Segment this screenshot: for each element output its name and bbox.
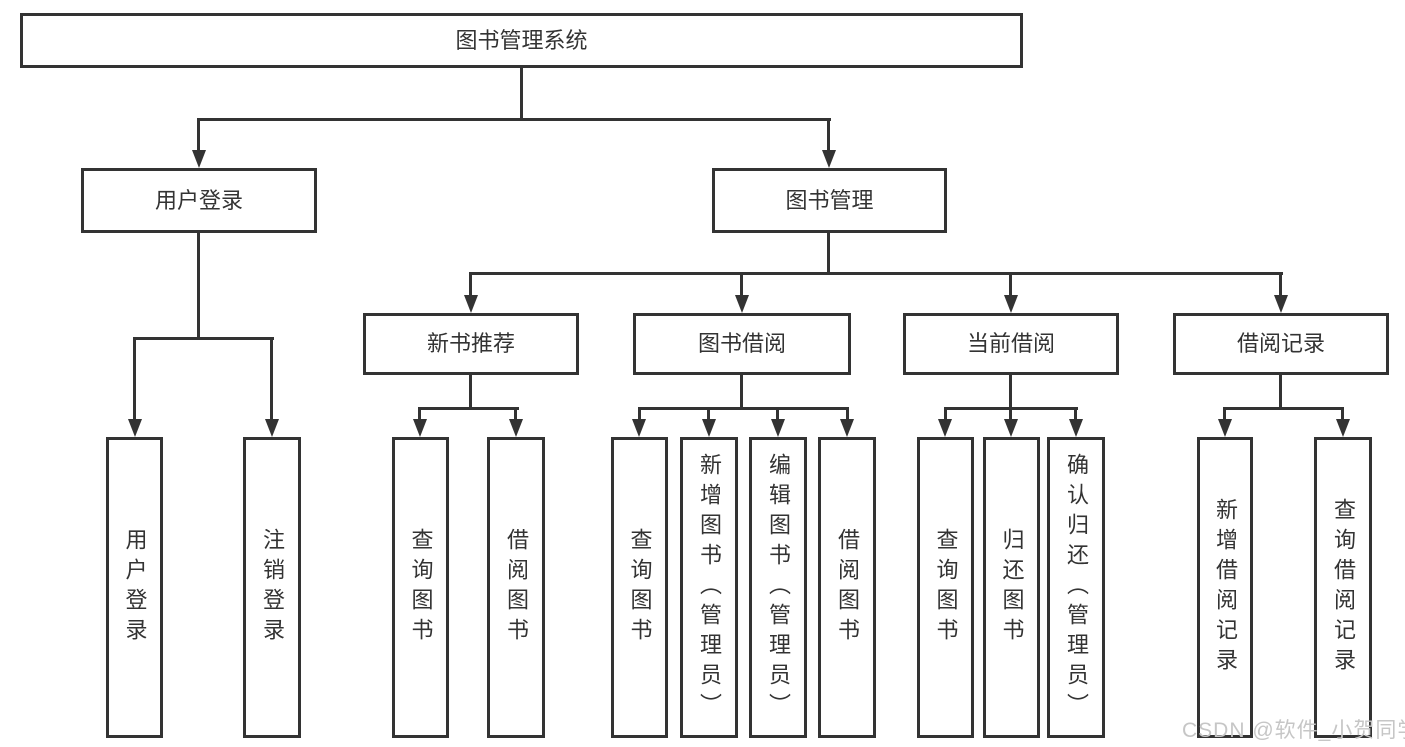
node-current-borrow: 当前借阅 [903, 313, 1119, 375]
connector-hline [197, 118, 831, 121]
leaf-query-books-recommend: 查询图书 [392, 437, 449, 738]
leaf-edit-books-admin: 编辑图书（管理员） [749, 437, 807, 738]
connector-vline [1279, 272, 1282, 298]
connector-hline [638, 407, 849, 410]
leaf-user-login: 用户登录 [106, 437, 163, 738]
connector-vline [740, 272, 743, 298]
leaf-query-borrow-record: 查询借阅记录 [1314, 437, 1372, 738]
arrowhead-down-icon [702, 419, 716, 437]
arrowhead-down-icon [1069, 419, 1083, 437]
node-new-book-recommend: 新书推荐 [363, 313, 579, 375]
connector-vline [270, 337, 273, 421]
connector-vline [418, 407, 421, 421]
connector-vline [469, 272, 472, 298]
arrowhead-down-icon [413, 419, 427, 437]
connector-vline [827, 233, 830, 275]
connector-vline [1009, 375, 1012, 410]
arrowhead-down-icon [509, 419, 523, 437]
connector-hline [133, 337, 274, 340]
arrowhead-down-icon [128, 419, 142, 437]
leaf-query-books-current: 查询图书 [917, 437, 974, 738]
arrowhead-down-icon [632, 419, 646, 437]
arrowhead-down-icon [1004, 419, 1018, 437]
leaf-return-books: 归还图书 [983, 437, 1040, 738]
connector-vline [776, 407, 779, 421]
arrowhead-down-icon [840, 419, 854, 437]
connector-vline [707, 407, 710, 421]
arrowhead-down-icon [938, 419, 952, 437]
arrowhead-down-icon [265, 419, 279, 437]
leaf-add-borrow-record: 新增借阅记录 [1197, 437, 1253, 738]
arrowhead-down-icon [1218, 419, 1232, 437]
arrowhead-down-icon [1336, 419, 1350, 437]
node-book-borrow: 图书借阅 [633, 313, 851, 375]
connector-hline [419, 407, 519, 410]
connector-vline [197, 233, 200, 340]
leaf-borrow-books-recommend: 借阅图书 [487, 437, 545, 738]
node-book-management: 图书管理 [712, 168, 947, 233]
connector-vline [514, 407, 517, 421]
connector-vline [1341, 407, 1344, 421]
connector-vline [520, 68, 523, 118]
arrowhead-down-icon [822, 150, 836, 168]
arrowhead-down-icon [464, 295, 478, 313]
leaf-query-books-borrow: 查询图书 [611, 437, 668, 738]
connector-vline [944, 407, 947, 421]
leaf-borrow-books: 借阅图书 [818, 437, 876, 738]
arrowhead-down-icon [1004, 295, 1018, 313]
connector-vline [469, 375, 472, 410]
connector-vline [1074, 407, 1077, 421]
arrowhead-down-icon [192, 150, 206, 168]
connector-vline [1279, 375, 1282, 410]
node-library-system: 图书管理系统 [20, 13, 1023, 68]
watermark: CSDN @软件_小贺同学 [1182, 719, 1405, 742]
connector-vline [133, 337, 136, 421]
node-borrow-records: 借阅记录 [1173, 313, 1389, 375]
arrowhead-down-icon [735, 295, 749, 313]
arrowhead-down-icon [1274, 295, 1288, 313]
connector-hline [469, 272, 1283, 275]
connector-vline [1009, 272, 1012, 298]
leaf-logout: 注销登录 [243, 437, 301, 738]
connector-vline [638, 407, 641, 421]
leaf-add-books-admin: 新增图书（管理员） [680, 437, 738, 738]
node-user-login: 用户登录 [81, 168, 317, 233]
arrowhead-down-icon [771, 419, 785, 437]
connector-hline [1223, 407, 1344, 410]
leaf-confirm-return-admin: 确认归还（管理员） [1047, 437, 1105, 738]
connector-vline [197, 118, 200, 152]
connector-vline [740, 375, 743, 410]
connector-vline [1009, 407, 1012, 421]
connector-vline [846, 407, 849, 421]
connector-vline [1223, 407, 1226, 421]
connector-vline [827, 118, 830, 152]
